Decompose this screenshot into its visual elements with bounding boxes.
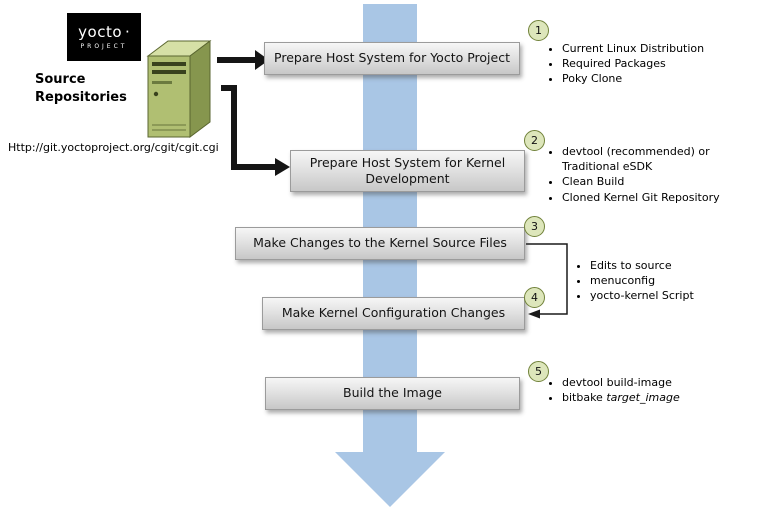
- step-box-label: Make Kernel Configuration Changes: [281, 305, 506, 321]
- step5-bullet-list: devtool build-image bitbake target_image: [549, 375, 737, 405]
- step-number-badge-4: 4: [524, 287, 545, 308]
- bullet-item: yocto-kernel Script: [590, 288, 740, 303]
- bullet-item: devtool (recommended) or Traditional eSD…: [562, 144, 740, 174]
- step-number-badge-3: 3: [524, 216, 545, 237]
- repository-url: Http://git.yoctoproject.org/cgit/cgit.cg…: [8, 141, 219, 154]
- step-number-badge-2: 2: [524, 130, 545, 151]
- step-box-label: Make Changes to the Kernel Source Files: [253, 235, 507, 251]
- bullet-item: Edits to source: [590, 258, 740, 273]
- yocto-logo: yocto · PROJECT: [67, 13, 141, 61]
- bullet-item: menuconfig: [590, 273, 740, 288]
- step3-step4-shared-bullet-list: Edits to source menuconfig yocto-kernel …: [577, 258, 740, 304]
- bullet-item: Current Linux Distribution: [562, 41, 737, 56]
- bullet-item: Poky Clone: [562, 71, 737, 86]
- source-repositories-label: Source Repositories: [35, 72, 127, 106]
- bullet-item: Required Packages: [562, 56, 737, 71]
- arrow-server-to-step1: [217, 50, 269, 70]
- step-box-make-source-changes: Make Changes to the Kernel Source Files: [235, 227, 525, 260]
- bullet-item: bitbake target_image: [562, 390, 737, 405]
- bullet-item: Cloned Kernel Git Repository: [562, 190, 740, 205]
- yocto-logo-subtitle: PROJECT: [80, 42, 128, 50]
- step-box-build-image: Build the Image: [265, 377, 520, 410]
- loop-connector-step3-step4: [526, 243, 568, 319]
- step1-bullet-list: Current Linux Distribution Required Pack…: [549, 41, 737, 87]
- step-box-label: Prepare Host System for Kernel Developme…: [309, 154, 506, 186]
- step-box-prepare-host-yocto: Prepare Host System for Yocto Project: [264, 42, 520, 75]
- step2-bullet-list: devtool (recommended) or Traditional eSD…: [549, 144, 740, 205]
- bullet-item: devtool build-image: [562, 375, 737, 390]
- arrow-server-to-step2: [221, 85, 290, 176]
- yocto-logo-text: yocto: [78, 22, 123, 41]
- step-box-label: Build the Image: [343, 385, 442, 401]
- bullet-item: Clean Build: [562, 174, 740, 189]
- step-number-badge-5: 5: [528, 361, 549, 382]
- step-box-make-config-changes: Make Kernel Configuration Changes: [262, 297, 525, 330]
- server-icon: [146, 40, 212, 138]
- step-box-prepare-host-kernel: Prepare Host System for Kernel Developme…: [290, 150, 525, 192]
- yocto-logo-brand: yocto ·: [78, 22, 130, 41]
- step-number-badge-1: 1: [528, 20, 549, 41]
- step-box-label: Prepare Host System for Yocto Project: [274, 50, 510, 66]
- yocto-logo-dot: ·: [125, 22, 130, 41]
- bullet-text-italic: target_image: [606, 391, 680, 405]
- flow-arrow-head: [335, 452, 445, 507]
- bullet-text: bitbake: [562, 391, 607, 405]
